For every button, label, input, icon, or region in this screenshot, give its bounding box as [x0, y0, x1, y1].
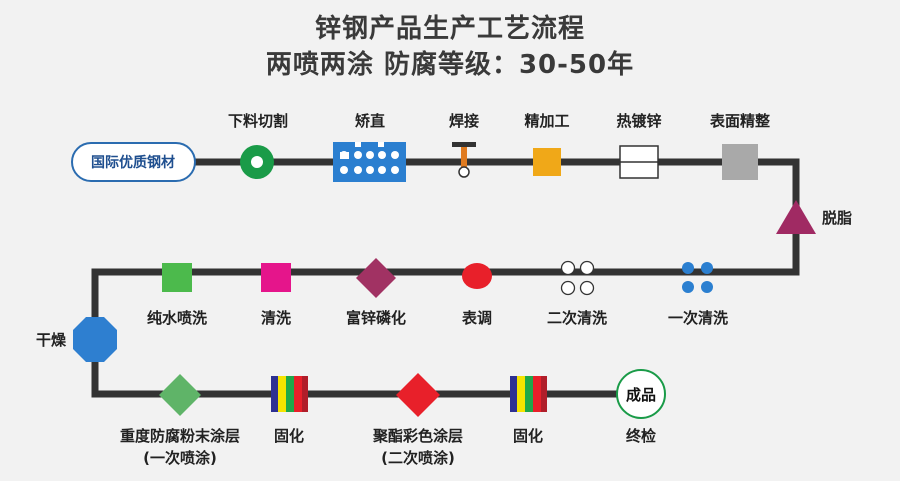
phosphate-diamond-icon [356, 258, 396, 298]
step-label-cure2: 固化 [512, 427, 544, 445]
welding-torch-icon [452, 142, 476, 178]
ring-icon [240, 145, 274, 179]
cure1-color-stripes-icon [271, 376, 308, 412]
step-label-weld: 焊接 [448, 112, 480, 130]
step-label-surface: 表面精整 [709, 112, 771, 130]
step-label-pure-water: 纯水喷洗 [146, 309, 208, 327]
surface-square-icon [722, 144, 758, 180]
wash-square-icon [261, 263, 291, 292]
step-label-dry: 干燥 [36, 331, 67, 349]
step-label-adjust: 表调 [461, 309, 493, 327]
step-label-powder2: 聚酯彩色涂层 (二次喷涂) [373, 425, 463, 469]
cure2-color-stripes-icon [510, 376, 547, 412]
start-node-label: 国际优质钢材 [91, 154, 175, 171]
octagon-icon [73, 317, 117, 362]
end-node [616, 369, 666, 419]
step-label-straighten: 矫直 [354, 112, 386, 130]
step-label-wash: 清洗 [260, 309, 292, 327]
step-label-finish: 精加工 [524, 112, 570, 130]
powder1-title: 重度防腐粉末涂层 [119, 427, 241, 445]
step-label-rinse1: 一次清洗 [667, 309, 729, 327]
step-label-powder1: 重度防腐粉末涂层 (一次喷涂) [120, 425, 240, 469]
step-label-galvanize: 热镀锌 [616, 112, 662, 130]
step-label-inspect: 终检 [625, 427, 657, 445]
start-node [71, 142, 196, 182]
adjust-circle-icon [462, 263, 492, 289]
flow-line [91, 158, 800, 398]
step-label-cut: 下料切割 [227, 112, 289, 130]
perforated-block-icon [333, 142, 406, 182]
triangle-icon [776, 200, 816, 234]
four-circles-icon [560, 260, 595, 296]
powder1-diamond-icon [159, 374, 201, 416]
step-label-cure1: 固化 [273, 427, 305, 445]
step-label-phosphate: 富锌磷化 [345, 309, 407, 327]
four-dots-icon [682, 262, 713, 293]
powder2-subtitle: (二次喷涂) [381, 449, 455, 467]
finish-square-icon [533, 148, 561, 176]
pure-water-square-icon [162, 263, 192, 292]
step-label-rinse2: 二次清洗 [546, 309, 608, 327]
powder2-title: 聚酯彩色涂层 [372, 427, 464, 445]
split-rectangle-icon [619, 145, 659, 179]
diagram-title: 锌钢产品生产工艺流程 [314, 14, 585, 44]
powder2-diamond-icon [396, 373, 440, 417]
step-label-degrease: 脱脂 [822, 209, 853, 227]
powder1-subtitle: (一次喷涂) [143, 449, 217, 467]
diagram-subtitle: 两喷两涂 防腐等级：30-50年 [265, 50, 635, 80]
end-node-label: 成品 [626, 386, 656, 404]
